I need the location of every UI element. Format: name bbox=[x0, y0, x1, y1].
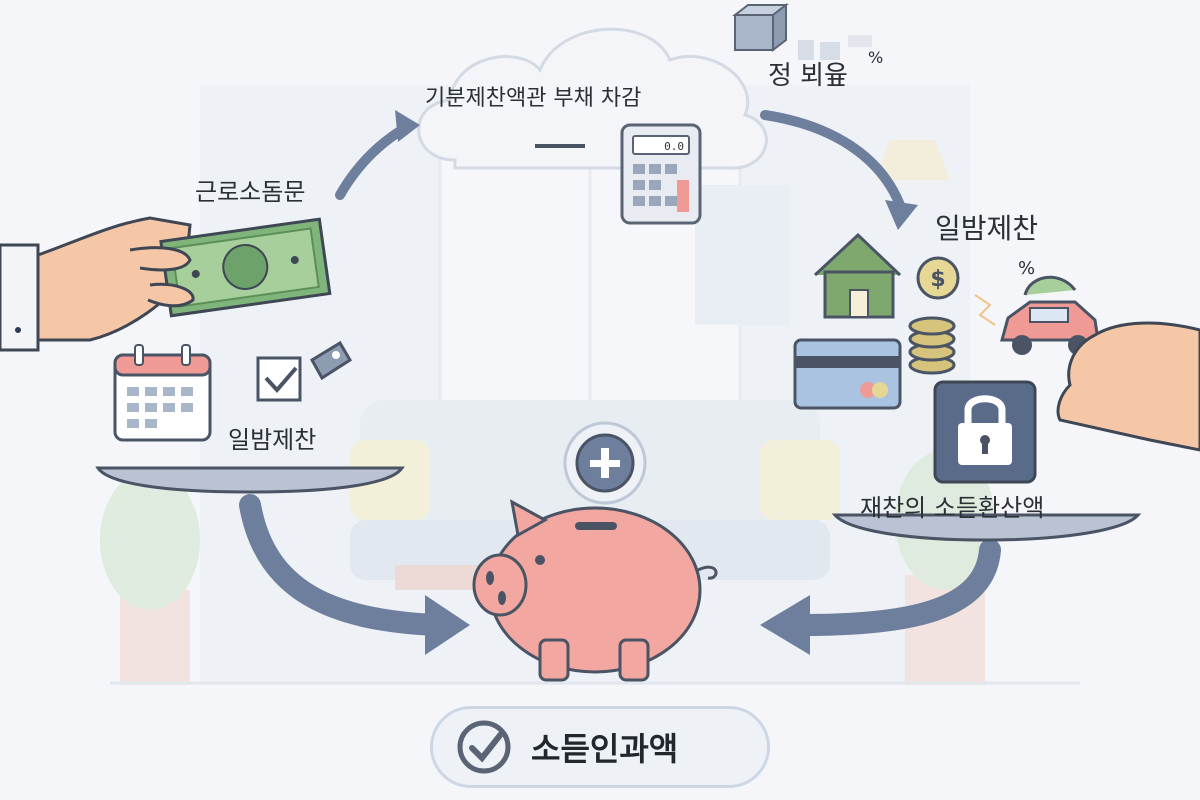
arrow-right-to-piggy bbox=[794, 539, 1001, 636]
flow-arrows bbox=[239, 110, 1001, 636]
svg-text:$: $ bbox=[930, 267, 945, 292]
label-top-percent: % bbox=[868, 48, 884, 67]
label-debt-deduction: 기분제찬액관 부채 차감 bbox=[425, 86, 642, 111]
arrow-heads bbox=[395, 110, 918, 655]
dollar-coin-icon: $ bbox=[916, 256, 960, 300]
hand-cash-icon bbox=[0, 216, 332, 352]
calculator-icon: 0.0 bbox=[620, 123, 702, 225]
label-right-general-property: 일밤제찬 bbox=[935, 212, 1039, 245]
calculator-display: 0.0 bbox=[664, 140, 684, 153]
result-label: 소듣인과액 bbox=[531, 730, 679, 768]
left-tray bbox=[95, 466, 405, 494]
calendar-icon bbox=[113, 344, 212, 442]
label-top-right: 정 뵈윺 bbox=[768, 61, 849, 91]
right-tray bbox=[831, 513, 1142, 542]
credit-card-icon bbox=[793, 338, 902, 410]
result-pill: 소듣인과액 bbox=[430, 706, 770, 788]
padlock-icon bbox=[933, 380, 1037, 484]
car-icon bbox=[1000, 275, 1100, 355]
hand-right-icon bbox=[1056, 321, 1200, 452]
label-earned-income: 근로소돔문 bbox=[195, 178, 306, 206]
zigzag-mark bbox=[974, 294, 996, 326]
arrow-cloud-to-right bbox=[760, 110, 905, 210]
checkbox-icon bbox=[256, 340, 353, 402]
label-right-percent: % bbox=[1018, 258, 1036, 279]
arrow-left-to-piggy bbox=[239, 494, 446, 636]
coin-stack-icon bbox=[908, 316, 956, 375]
plus-icon bbox=[563, 421, 647, 505]
label-property-income-conversion: 재찬의 소듣환산액 bbox=[860, 494, 1045, 522]
piggy-bank-icon bbox=[472, 499, 718, 682]
house-icon bbox=[813, 232, 902, 319]
label-left-general-property: 일밤제찬 bbox=[228, 426, 317, 454]
cube-icon bbox=[732, 2, 789, 53]
check-circle-icon bbox=[457, 720, 511, 774]
bar-graph-icon bbox=[798, 35, 872, 60]
